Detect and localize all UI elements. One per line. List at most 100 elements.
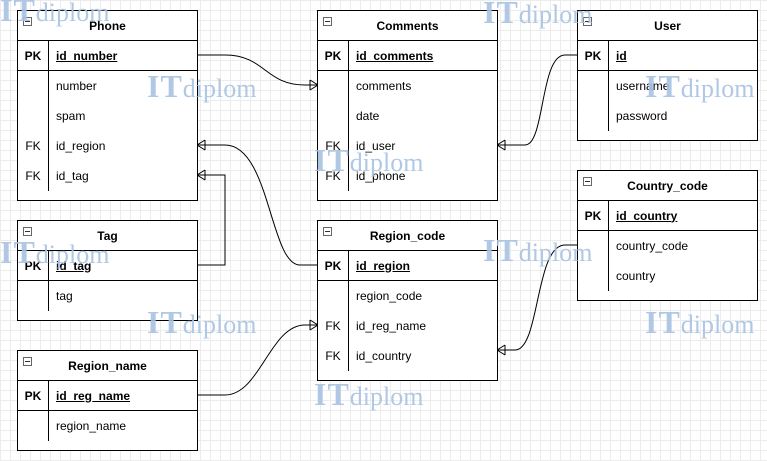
field-name: id_reg_name xyxy=(348,311,497,341)
field-row[interactable]: FK id_phone xyxy=(318,161,497,191)
pk-label: PK xyxy=(24,388,42,403)
field-row[interactable]: country xyxy=(578,261,757,291)
field-name: comments xyxy=(348,71,497,101)
entity-phone[interactable]: Phone PK id_number number spam FK id_reg… xyxy=(17,10,198,201)
entity-comments[interactable]: Comments PK id_comments comments date FK… xyxy=(317,10,498,201)
field-name: password xyxy=(608,101,757,131)
field-name: id_country xyxy=(348,341,497,371)
field-row[interactable]: region_code xyxy=(318,281,497,311)
key-label xyxy=(318,71,348,101)
field-name: region_name xyxy=(48,411,197,441)
field-row[interactable]: tag xyxy=(18,281,197,311)
key-label xyxy=(18,71,48,101)
pk-field: id_reg_name xyxy=(48,381,197,410)
watermark: ITdiplom xyxy=(645,306,754,338)
field-name: username xyxy=(608,71,757,101)
entity-region-name[interactable]: Region_name PK id_reg_name region_name xyxy=(17,350,198,451)
collapse-icon[interactable] xyxy=(323,17,332,26)
pk-row[interactable]: PK id_reg_name xyxy=(18,381,197,411)
field-name: date xyxy=(348,101,497,131)
crowfoot-marker xyxy=(496,139,506,151)
link-user-comments xyxy=(497,54,578,146)
pk-label: PK xyxy=(24,258,42,273)
field-row[interactable]: number xyxy=(18,71,197,101)
field-name: id_tag xyxy=(48,161,197,191)
field-row[interactable]: FK id_country xyxy=(318,341,497,371)
pk-label: PK xyxy=(24,48,42,63)
key-label xyxy=(578,261,608,291)
entity-header[interactable]: Country_code xyxy=(578,171,757,201)
pk-label: PK xyxy=(324,48,342,63)
field-row[interactable]: comments xyxy=(318,71,497,101)
watermark-suffix: diplom xyxy=(680,310,755,339)
field-row[interactable]: username xyxy=(578,71,757,101)
entity-header[interactable]: User xyxy=(578,11,757,41)
field-row[interactable]: password xyxy=(578,101,757,131)
watermark-prefix: IT xyxy=(314,376,350,412)
entity-header[interactable]: Region_code xyxy=(318,221,497,251)
pk-field: id_region xyxy=(348,251,497,280)
key-label xyxy=(18,101,48,131)
entity-header[interactable]: Tag xyxy=(18,221,197,251)
key-label: FK xyxy=(325,139,341,153)
pk-label: PK xyxy=(584,208,602,223)
collapse-icon[interactable] xyxy=(583,17,592,26)
pk-row[interactable]: PK id_region xyxy=(318,251,497,281)
field-row[interactable]: spam xyxy=(18,101,197,131)
pk-field: id_country xyxy=(608,201,757,230)
crowfoot-marker xyxy=(496,344,506,356)
entity-title: Phone xyxy=(89,18,126,33)
field-name: country_code xyxy=(608,231,757,261)
field-row[interactable]: FK id_region xyxy=(18,131,197,161)
watermark: ITdiplom xyxy=(314,378,423,410)
field-row[interactable]: FK id_tag xyxy=(18,161,197,191)
entity-title: Region_name xyxy=(68,358,147,373)
field-row[interactable]: FK id_reg_name xyxy=(318,311,497,341)
pk-row[interactable]: PK id_tag xyxy=(18,251,197,281)
field-name: number xyxy=(48,71,197,101)
link-regname-regioncode xyxy=(197,324,318,396)
collapse-icon[interactable] xyxy=(323,227,332,236)
field-name: region_code xyxy=(348,281,497,311)
entity-tag[interactable]: Tag PK id_tag tag xyxy=(17,220,198,321)
pk-field: id_tag xyxy=(48,251,197,280)
key-label xyxy=(578,71,608,101)
field-name: tag xyxy=(48,281,197,311)
watermark-prefix: IT xyxy=(645,304,681,340)
entity-header[interactable]: Region_name xyxy=(18,351,197,381)
key-label xyxy=(578,101,608,131)
field-row[interactable]: FK id_user xyxy=(318,131,497,161)
watermark-suffix: diplom xyxy=(349,382,424,411)
entity-title: Tag xyxy=(97,228,118,243)
key-label xyxy=(578,231,608,261)
pk-label: PK xyxy=(584,48,602,63)
key-label: FK xyxy=(25,169,41,183)
crowfoot-marker xyxy=(196,139,206,151)
entity-region-code[interactable]: Region_code PK id_region region_code FK … xyxy=(317,220,498,381)
link-tag-phone xyxy=(197,174,226,266)
key-label xyxy=(18,281,48,311)
collapse-icon[interactable] xyxy=(583,177,592,186)
crowfoot-marker xyxy=(196,169,206,181)
entity-title: Comments xyxy=(376,18,439,33)
pk-label: PK xyxy=(324,258,342,273)
key-label xyxy=(18,411,48,441)
key-label xyxy=(318,281,348,311)
entity-country-code[interactable]: Country_code PK id_country country_code … xyxy=(577,170,758,301)
field-row[interactable]: date xyxy=(318,101,497,131)
pk-field: id_number xyxy=(48,41,197,70)
collapse-icon[interactable] xyxy=(23,17,32,26)
pk-row[interactable]: PK id_country xyxy=(578,201,757,231)
entity-header[interactable]: Comments xyxy=(318,11,497,41)
collapse-icon[interactable] xyxy=(23,227,32,236)
field-row[interactable]: country_code xyxy=(578,231,757,261)
pk-row[interactable]: PK id xyxy=(578,41,757,71)
entity-header[interactable]: Phone xyxy=(18,11,197,41)
pk-row[interactable]: PK id_comments xyxy=(318,41,497,71)
link-phone-comments xyxy=(197,54,318,86)
field-row[interactable]: region_name xyxy=(18,411,197,441)
pk-row[interactable]: PK id_number xyxy=(18,41,197,71)
field-name: id_user xyxy=(348,131,497,161)
entity-user[interactable]: User PK id username password xyxy=(577,10,758,141)
collapse-icon[interactable] xyxy=(23,357,32,366)
